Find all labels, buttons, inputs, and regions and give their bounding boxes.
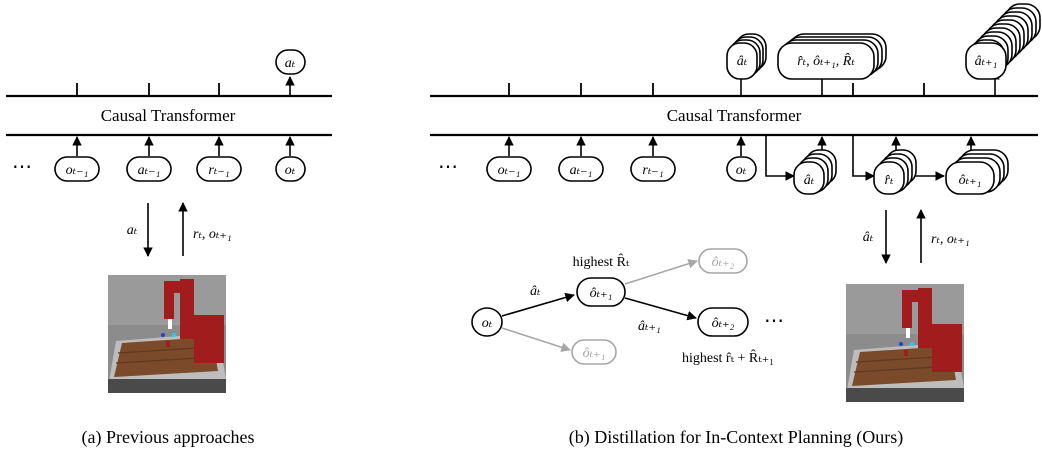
input-token-node (275, 156, 306, 182)
output-token-label: âₜ (737, 54, 748, 69)
tree-next-node (697, 307, 749, 337)
tree-next-rejected-label: ôₜ₊₂ (712, 255, 735, 270)
output-token-label: r̂ₜ, ôₜ₊₁, R̂ₜ (797, 53, 855, 69)
feedback-label: rₜ, oₜ₊₁ (931, 232, 970, 247)
input-token-label: aₜ₋₁ (570, 163, 593, 178)
action-label: aₜ (127, 223, 138, 238)
robot-arm-scene-icon (107, 274, 227, 394)
transformer-label: Causal Transformer (101, 106, 236, 125)
input-token-node (630, 156, 676, 182)
input-token-node (558, 156, 604, 182)
input-token-label: rₜ₋₁ (642, 163, 663, 178)
input-token-label: oₜ₋₁ (498, 163, 521, 178)
output-stack-prediction: r̂ₜ, ôₜ₊₁, R̂ₜ (777, 33, 887, 96)
ellipsis: ⋯ (12, 156, 32, 178)
tree-best-label: ôₜ₊₁ (590, 286, 613, 301)
input-token-node (486, 156, 532, 182)
input-token-node (54, 156, 100, 182)
tree-next-rejected-node (698, 248, 748, 274)
ellipsis: ⋯ (438, 156, 458, 178)
input-token-label: rₜ₋₁ (208, 163, 229, 178)
tree-best-node (576, 277, 626, 307)
tree-root-label: oₜ (482, 316, 493, 331)
action-label: âₜ (863, 230, 874, 245)
planning-token-label: âₜ (804, 173, 815, 188)
planning-stack-observation: ôₜ₊₁ (945, 136, 1009, 195)
output-token-label: aₜ (285, 56, 296, 71)
input-token-label: aₜ₋₁ (138, 163, 161, 178)
transformer-label: Causal Transformer (667, 106, 802, 125)
tree-rejected-node (571, 339, 617, 365)
tree-edge-label: âₜ (530, 284, 541, 299)
panel-a: Causal Transformer aₜ ⋯ oₜ₋₁ aₜ₋₁ rₜ₋₁ o… (6, 49, 332, 448)
planning-token-label: ôₜ₊₁ (959, 173, 982, 188)
tree-ellipsis: ⋯ (764, 310, 784, 332)
highest-label-2: highest r̂ₜ + R̂ₜ₊₁ (682, 349, 774, 366)
output-stack-action: âₜ (726, 33, 767, 96)
caption-a: (a) Previous approaches (82, 427, 255, 448)
output-token-label: âₜ₊₁ (975, 54, 998, 69)
planning-stack-action: âₜ (793, 136, 837, 195)
tree-rejected-label: ôₜ₊₁ (583, 346, 606, 361)
panel-b: Causal Transformer âₜ r̂ₜ, ôₜ₊₁, R̂ₜ (430, 3, 1041, 448)
tree-edge-label: âₜ₊₁ (638, 319, 661, 334)
planning-stack-reward: r̂ₜ (873, 136, 917, 195)
planning-token-label: r̂ₜ (885, 173, 894, 188)
feedback-label: rₜ, oₜ₊₁ (193, 227, 232, 242)
input-token-label: oₜ₋₁ (66, 163, 89, 178)
tree-root-node (471, 307, 503, 337)
highest-label-1: highest R̂ₜ (573, 253, 630, 270)
robot-arm-scene-icon (845, 283, 965, 403)
input-token-label: oₜ (736, 163, 747, 178)
output-token-node (275, 49, 306, 75)
caption-b: (b) Distillation for In-Context Planning… (569, 427, 903, 448)
tree-next-label: ôₜ₊₂ (712, 316, 735, 331)
input-token-node (196, 156, 242, 182)
output-stack-next-action: âₜ₊₁ (965, 3, 1041, 96)
input-token-node (126, 156, 172, 182)
planning-tree: oₜ âₜ ôₜ₊₁ highest R̂ₜ ôₜ₊₁ ôₜ₊₂ âₜ₊₁ ôₜ… (471, 248, 784, 366)
input-token-label: oₜ (285, 163, 296, 178)
input-token-node (726, 156, 757, 182)
